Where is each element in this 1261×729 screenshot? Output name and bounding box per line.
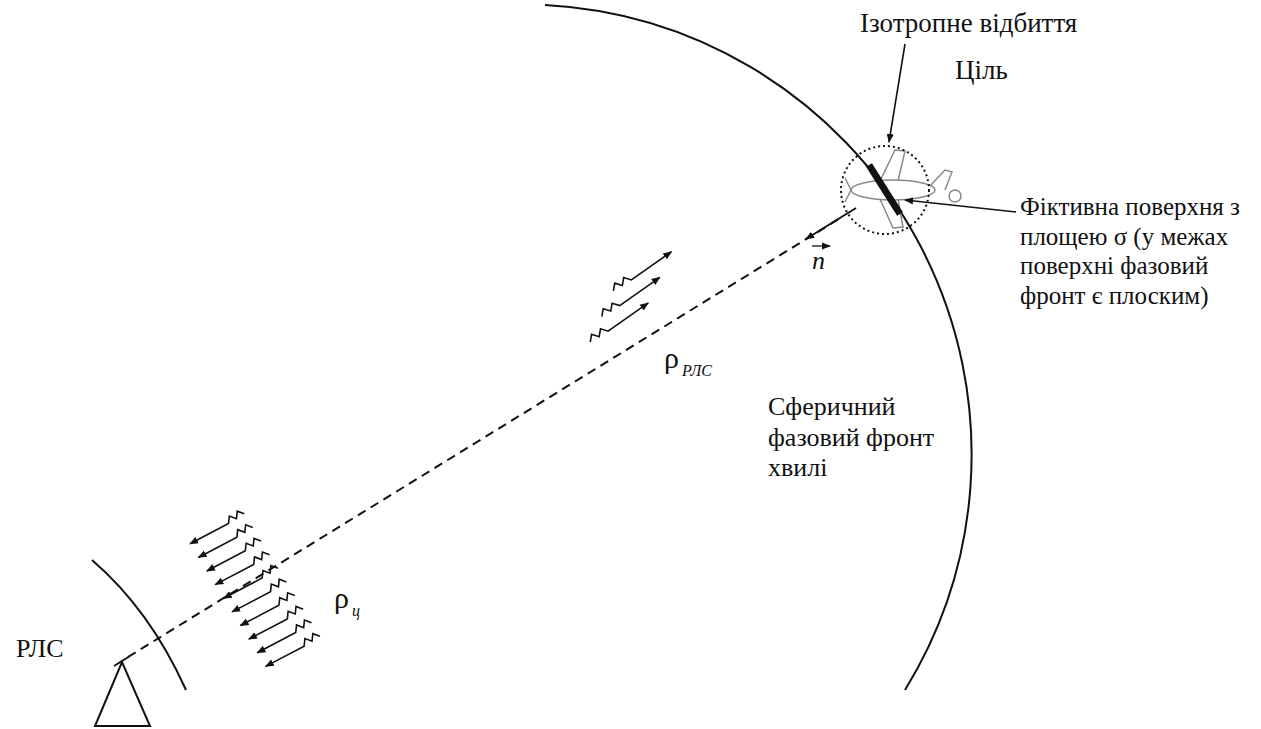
- density-symbol: ρ: [664, 340, 679, 375]
- airplane-sketch: [845, 150, 961, 228]
- symbol-subscript: РЛС: [682, 362, 712, 381]
- wave-arrow: [240, 593, 294, 626]
- wave-arrow: [613, 252, 671, 291]
- radar-label: РЛС: [16, 634, 63, 665]
- note-label: Сферичний фазовий фронт хвилі: [768, 392, 936, 484]
- wave-arrow: [215, 552, 269, 585]
- wave-arrow: [257, 620, 311, 653]
- radar-front-arc: [92, 560, 186, 690]
- phase-front-arc: [545, 5, 972, 690]
- symbol-subscript: ц: [352, 602, 360, 621]
- wave-arrow: [207, 538, 261, 571]
- wave-arrows: [190, 252, 671, 667]
- note-label: Фіктивна поверхня з площею σ (у межах по…: [1020, 192, 1248, 310]
- density-symbol: ρ: [334, 580, 349, 615]
- wave-arrow: [249, 606, 303, 639]
- wave-arrow: [602, 277, 660, 316]
- leader-line: [889, 44, 905, 142]
- wave-arrow: [590, 303, 648, 342]
- normal-vector: [806, 208, 856, 239]
- radar-symbol: [95, 662, 150, 726]
- note-label: Ізотропне відбиття: [860, 8, 1077, 40]
- wave-arrow: [190, 511, 244, 544]
- vector-symbol: n: [812, 246, 825, 277]
- line-of-sight: [128, 217, 842, 657]
- wave-arrow: [224, 566, 278, 599]
- fictive-surface: [869, 165, 900, 214]
- target-label: Ціль: [955, 55, 1008, 87]
- wave-arrow: [266, 634, 320, 667]
- leader-line: [905, 200, 1016, 212]
- wave-arrow: [198, 525, 252, 558]
- isotropic-circle: [841, 146, 929, 234]
- radar-tick: [114, 656, 130, 666]
- wave-arrow: [232, 579, 286, 612]
